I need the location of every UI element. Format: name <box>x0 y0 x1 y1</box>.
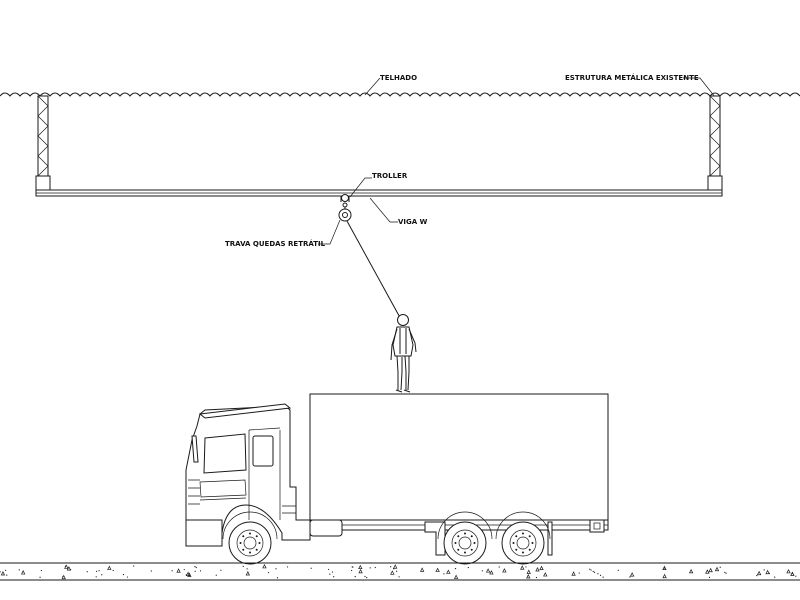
side-window <box>252 435 274 467</box>
roof-callout: TELHADO <box>364 74 417 96</box>
cargo-box <box>309 393 609 521</box>
trolley <box>340 194 350 208</box>
wheels <box>222 511 551 565</box>
w-beam <box>35 189 723 197</box>
fall-arrester-callout: TRAVA QUEDAS RETRÁTIL <box>225 219 341 248</box>
lifeline-cable <box>346 220 404 324</box>
roof-line <box>0 92 800 97</box>
fall-arrester <box>338 207 352 222</box>
trolley-label: TROLLER <box>372 172 408 180</box>
truck <box>185 393 609 565</box>
ground <box>0 562 800 581</box>
beam-label: VIGA W <box>398 218 428 226</box>
ground-texture <box>0 563 797 580</box>
beam-callout: VIGA W <box>369 197 428 226</box>
existing-structure-callout: ESTRUTURA METÁLICA EXISTENTE <box>565 73 716 98</box>
existing-structure-label: ESTRUTURA METÁLICA EXISTENTE <box>565 73 699 82</box>
fall-arrester-label: TRAVA QUEDAS RETRÁTIL <box>225 239 326 248</box>
trolley-callout: TROLLER <box>349 172 408 198</box>
right-lattice-column <box>707 95 723 191</box>
worker-figure <box>390 314 417 393</box>
left-lattice-column <box>35 95 51 191</box>
roof-label: TELHADO <box>380 74 417 82</box>
windshield <box>203 433 247 474</box>
